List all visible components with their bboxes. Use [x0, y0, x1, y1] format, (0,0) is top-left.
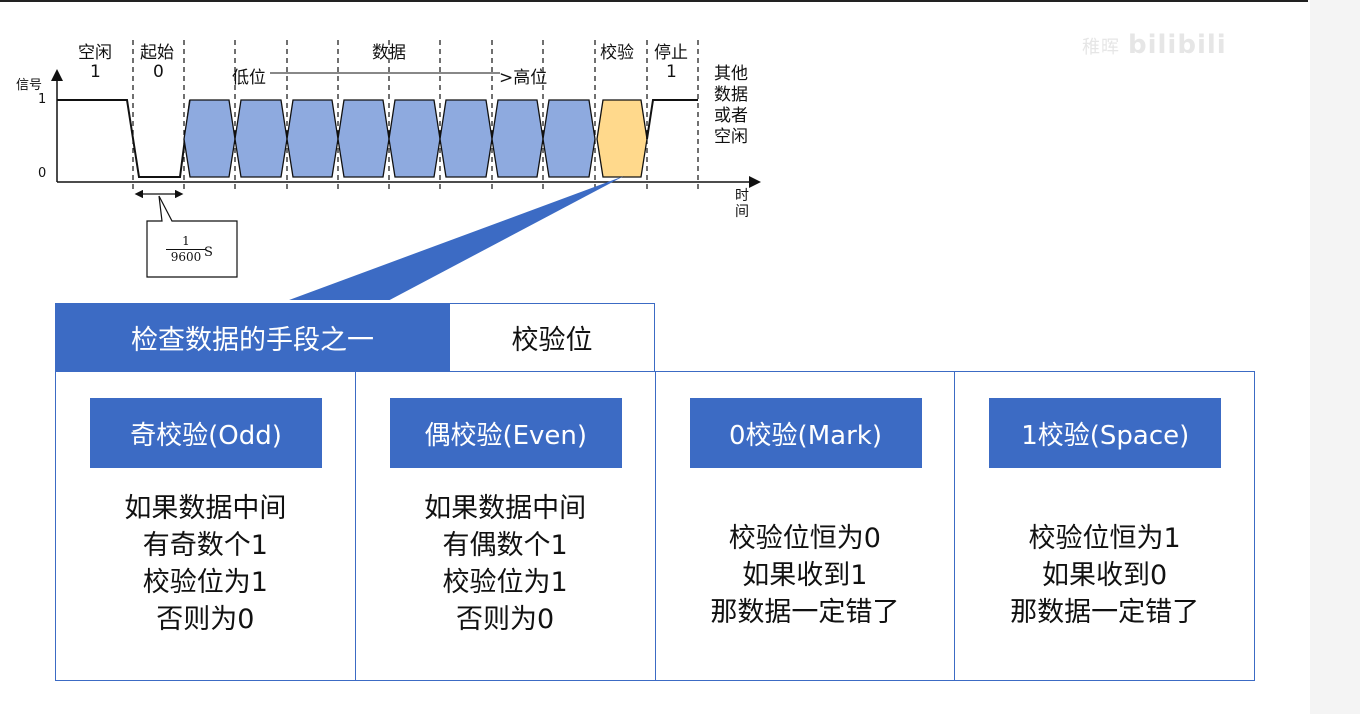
- desc-line: 如果数据中间: [424, 493, 587, 524]
- data-label: 数据: [372, 43, 406, 63]
- stop-label: 停止: [654, 43, 688, 63]
- level-0-label: 0: [38, 166, 47, 181]
- bit-time-denominator: 9600: [170, 250, 202, 264]
- y-axis-label: 信号: [16, 78, 43, 93]
- desc-line: 校验位为1: [442, 567, 568, 598]
- desc-line: 否则为0: [456, 604, 555, 635]
- method-odd: 奇校验(Odd) 如果数据中间 有奇数个1 校验位为1 否则为0: [56, 372, 356, 680]
- desc-line: 那数据一定错了: [710, 597, 900, 628]
- desc-line: 如果数据中间: [124, 493, 287, 524]
- top-border-line: [0, 0, 1308, 2]
- method-description: 如果数据中间 有奇数个1 校验位为1 否则为0: [56, 490, 355, 638]
- header-title: 检查数据的手段之一: [55, 303, 450, 371]
- bit-time-unit: S: [204, 245, 213, 260]
- header-subject: 校验位: [450, 303, 655, 371]
- other-line: 空闲: [714, 127, 748, 147]
- bit-time-fraction: 1 9600: [166, 234, 206, 264]
- waveform-idle-start: [57, 99, 191, 178]
- desc-line: 如果收到1: [742, 560, 868, 591]
- desc-line: 校验位恒为1: [1028, 523, 1181, 554]
- desc-line: 校验位恒为0: [728, 523, 881, 554]
- watermark-brand: bilibili: [1128, 30, 1227, 60]
- right-edge-panel: [1310, 0, 1360, 714]
- method-tag: 奇校验(Odd): [90, 398, 322, 468]
- start-value: 0: [153, 62, 164, 82]
- level-1-label: 1: [38, 92, 47, 107]
- idle-value: 1: [90, 62, 101, 82]
- method-mark: 0校验(Mark) 校验位恒为0 如果收到1 那数据一定错了: [656, 372, 956, 680]
- parity-pointer: [289, 176, 624, 300]
- low-bit-label: 低位: [232, 68, 266, 88]
- high-bit-label: >高位: [499, 68, 548, 88]
- desc-line: 有偶数个1: [442, 530, 568, 561]
- method-space: 1校验(Space) 校验位恒为1 如果收到0 那数据一定错了: [955, 372, 1254, 680]
- method-description: 如果数据中间 有偶数个1 校验位为1 否则为0: [356, 490, 655, 638]
- other-line: 数据: [714, 85, 748, 105]
- uart-timing-diagram: [51, 40, 761, 300]
- desc-line: 那数据一定错了: [1010, 597, 1200, 628]
- x-axis-label-top: 时: [735, 188, 749, 204]
- other-line: 其他: [714, 64, 748, 84]
- parity-label: 校验: [600, 43, 634, 63]
- method-description: 校验位恒为0 如果收到1 那数据一定错了: [656, 520, 955, 631]
- data-bits: [183, 99, 596, 178]
- idle-label: 空闲: [78, 43, 112, 63]
- desc-line: 否则为0: [156, 604, 255, 635]
- bit-time-callout: [146, 195, 238, 278]
- method-tag: 1校验(Space): [989, 398, 1222, 468]
- bit-separators: [132, 40, 699, 192]
- start-label: 起始: [140, 43, 174, 63]
- stop-value: 1: [666, 62, 677, 82]
- desc-line: 有奇数个1: [142, 530, 268, 561]
- waveform-stop: [646, 99, 698, 140]
- other-line: 或者: [714, 106, 748, 126]
- parity-bit: [596, 99, 648, 178]
- x-axis-label-bottom: 间: [735, 204, 749, 220]
- other-data-label: 其他 数据 或者 空闲: [714, 64, 754, 148]
- desc-line: 校验位为1: [142, 567, 268, 598]
- desc-line: 如果收到0: [1042, 560, 1168, 591]
- bit-time-numerator: 1: [166, 234, 206, 250]
- method-even: 偶校验(Even) 如果数据中间 有偶数个1 校验位为1 否则为0: [356, 372, 656, 680]
- method-description: 校验位恒为1 如果收到0 那数据一定错了: [955, 520, 1254, 631]
- bilibili-watermark: 稚晖 bilibili: [1082, 30, 1227, 60]
- method-tag: 0校验(Mark): [689, 398, 922, 468]
- method-tag: 偶校验(Even): [389, 398, 622, 468]
- x-axis-label: 时 间: [734, 188, 750, 220]
- watermark-channel: 稚晖: [1082, 37, 1120, 58]
- parity-methods-grid: 奇校验(Odd) 如果数据中间 有奇数个1 校验位为1 否则为0 偶校验(Eve…: [55, 371, 1255, 681]
